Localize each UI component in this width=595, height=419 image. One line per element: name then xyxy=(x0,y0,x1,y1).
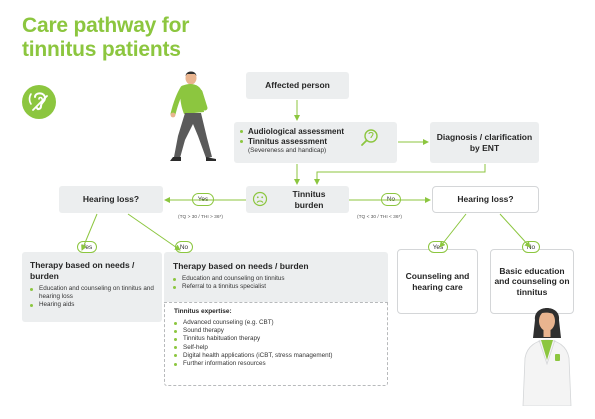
therapy-hearing-loss-box: Therapy based on needs / burden Educatio… xyxy=(22,252,162,322)
tinnitus-expertise-panel: Tinnitus expertise: Advanced counseling … xyxy=(164,302,388,386)
counseling-line-1: Counseling and xyxy=(405,271,470,281)
page-title: Care pathway for tinnitus patients xyxy=(22,14,189,62)
title-line-1: Care pathway for xyxy=(22,14,190,37)
diagnosis-box: Diagnosis / clarification by ENT xyxy=(430,122,539,163)
list-item: Sound therapy xyxy=(174,327,384,335)
threshold-left-label: (TQ > 30 / THI > 36*) xyxy=(178,215,223,220)
list-item: Education and counseling on tinnitus xyxy=(173,275,383,283)
therapy-no-hearing-loss-box: Therapy based on needs / burden Educatio… xyxy=(164,252,388,386)
hearing-loss-left-label: Hearing loss? xyxy=(82,194,140,205)
diagnosis-line-1: Diagnosis / clarification xyxy=(436,132,533,142)
assessment-box: Audiological assessment Tinnitus assessm… xyxy=(234,122,397,163)
therapy-hl-title-2: burden xyxy=(30,270,59,281)
list-item: Advanced counseling (e.g. CBT) xyxy=(174,319,384,327)
therapy-nohl-title: Therapy based on needs / burden xyxy=(173,261,309,271)
affected-person-label: Affected person xyxy=(265,80,330,91)
hearing-ear-icon xyxy=(22,85,56,119)
magnifier-icon xyxy=(360,128,380,148)
title-line-2: tinnitus patients xyxy=(22,38,181,61)
list-item: Hearing aids xyxy=(30,301,156,309)
counseling-line-2: hearing care xyxy=(412,281,463,292)
expertise-title: Tinnitus expertise: xyxy=(174,308,232,315)
sad-face-icon xyxy=(252,191,268,207)
expertise-list: Advanced counseling (e.g. CBT) Sound the… xyxy=(174,319,384,368)
doctor-illustration xyxy=(515,302,581,407)
hearing-loss-left-box: Hearing loss? xyxy=(59,186,163,213)
list-item: Self-help xyxy=(174,344,384,352)
basic-education-box: Basic education and counseling on tinnit… xyxy=(490,249,574,314)
burden-line-1: Tinnitus xyxy=(292,189,326,199)
burden-line-2: burden xyxy=(294,199,324,210)
list-item: Tinnitus habituation therapy xyxy=(174,335,384,343)
basic-edu-line-3: tinnitus xyxy=(516,286,548,297)
affected-person-box: Affected person xyxy=(246,72,349,99)
threshold-right-label: (TQ < 30 / THI < 36*) xyxy=(357,215,402,220)
tinnitus-burden-box: Tinnitus burden xyxy=(246,186,349,213)
diagnosis-line-2: by ENT xyxy=(469,142,500,153)
therapy-hl-title-1: Therapy based on needs / xyxy=(30,260,135,270)
list-item: Referral to a tinnitus specialist xyxy=(173,283,383,291)
list-item: Further information resources xyxy=(174,360,384,368)
basic-edu-line-2: and counseling on xyxy=(494,276,570,287)
hearing-loss-right-box: Hearing loss? xyxy=(432,186,539,213)
list-item: Digital health applications (iCBT, stres… xyxy=(174,352,384,360)
list-item: Education and counseling on tinnitus and… xyxy=(30,285,156,301)
basic-edu-line-1: Basic education xyxy=(499,265,565,276)
assessment-subtitle: (Severeness and handicap) xyxy=(248,147,327,154)
therapy-hl-list: Education and counseling on tinnitus and… xyxy=(30,285,156,310)
hearing-loss-right-label: Hearing loss? xyxy=(457,194,514,205)
therapy-nohl-list: Education and counseling on tinnitus Ref… xyxy=(173,275,383,291)
assessment-item-tinnitus: Tinnitus assessment xyxy=(240,137,344,147)
assessment-item-audiological: Audiological assessment xyxy=(240,127,344,137)
walking-person-illustration xyxy=(160,68,222,168)
